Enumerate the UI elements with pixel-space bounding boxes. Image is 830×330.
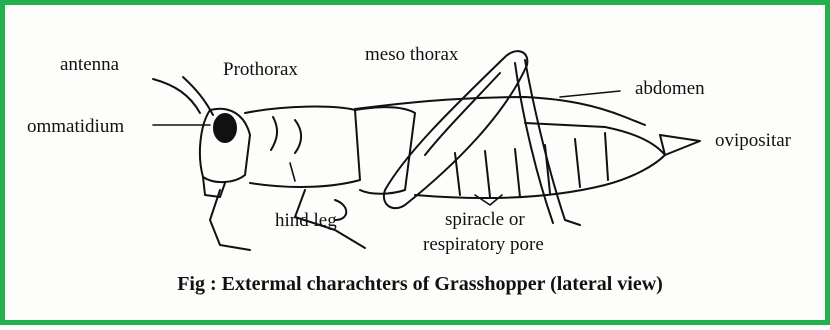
label-spiracle-line2: respiratory pore bbox=[423, 235, 544, 255]
prothorax-shape bbox=[245, 107, 360, 187]
compound-eye bbox=[214, 114, 236, 142]
label-spiracle-line1: spiracle or bbox=[445, 210, 525, 230]
ovipositor-shape bbox=[660, 135, 700, 155]
antenna-shape bbox=[153, 77, 213, 115]
figure-caption: Fig : Extermal charachters of Grasshoppe… bbox=[5, 273, 830, 296]
label-abdomen: abdomen bbox=[635, 79, 705, 99]
label-ovipositar: ovipositar bbox=[715, 131, 791, 151]
label-meso-thorax: meso thorax bbox=[365, 45, 458, 65]
front-leg bbox=[210, 190, 250, 250]
mesothorax-shape bbox=[355, 107, 415, 194]
hind-tibia bbox=[525, 60, 580, 225]
label-ommatidium: ommatidium bbox=[27, 117, 124, 137]
label-prothorax: Prothorax bbox=[223, 60, 298, 80]
label-antenna: antenna bbox=[60, 55, 119, 75]
label-hind-leg: hind leg bbox=[275, 211, 337, 231]
